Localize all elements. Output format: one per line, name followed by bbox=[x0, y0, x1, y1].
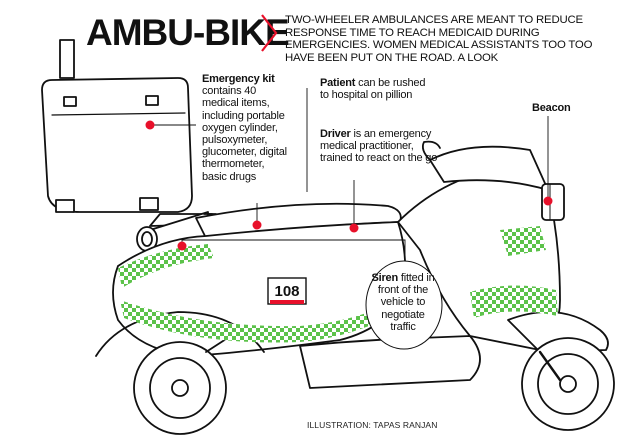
patient-marker bbox=[349, 223, 359, 233]
front-wheel bbox=[521, 337, 615, 431]
checker-stripe-side bbox=[120, 296, 402, 343]
callout-patient-text: can be rushed to hospital on pillion bbox=[320, 77, 426, 102]
beacon-light bbox=[541, 183, 565, 221]
svg-text:108: 108 bbox=[274, 283, 299, 300]
checker-stripe-apron bbox=[500, 226, 546, 256]
callout-siren: Siren fitted in front of the vehicle to … bbox=[369, 272, 437, 333]
callout-driver-label: Driver bbox=[320, 128, 351, 140]
ambulance-badge: 108 bbox=[267, 277, 307, 305]
callout-siren-label: Siren bbox=[371, 272, 398, 284]
callout-driver-text: is an emergency medical practitioner, tr… bbox=[320, 128, 438, 165]
kit-marker bbox=[145, 120, 155, 130]
callout-kit-text: contains 40 medical items, including por… bbox=[202, 85, 287, 183]
callout-beacon: Beacon bbox=[532, 102, 592, 114]
intro-text: TWO-WHEELER AMBULANCES ARE MEANT TO REDU… bbox=[285, 14, 593, 64]
callout-patient: Patient can be rushed to hospital on pil… bbox=[320, 77, 430, 101]
checker-stripe-front bbox=[470, 285, 558, 318]
siren-marker bbox=[177, 241, 187, 251]
callout-beacon-label: Beacon bbox=[532, 102, 571, 114]
chevron-right-icon bbox=[261, 14, 278, 52]
callout-siren-text: fitted in front of the vehicle to negoti… bbox=[377, 272, 435, 333]
siren-callout-bubble bbox=[365, 260, 443, 350]
driver-marker bbox=[252, 220, 262, 230]
callout-kit-label: Emergency kit bbox=[202, 73, 275, 85]
kit-box-vent-pipe bbox=[59, 39, 75, 79]
beacon-marker bbox=[543, 196, 553, 206]
callout-patient-label: Patient bbox=[320, 77, 356, 89]
checker-stripe-rear bbox=[118, 244, 214, 288]
page-title: AMBU-BIKE bbox=[86, 12, 290, 53]
rear-wheel bbox=[133, 341, 227, 435]
callout-driver: Driver is an emergency medical practitio… bbox=[320, 128, 438, 165]
callout-emergency-kit: Emergency kit contains 40 medical items,… bbox=[202, 73, 290, 183]
illustration-credit: ILLUSTRATION: TAPAS RANJAN bbox=[307, 420, 438, 430]
